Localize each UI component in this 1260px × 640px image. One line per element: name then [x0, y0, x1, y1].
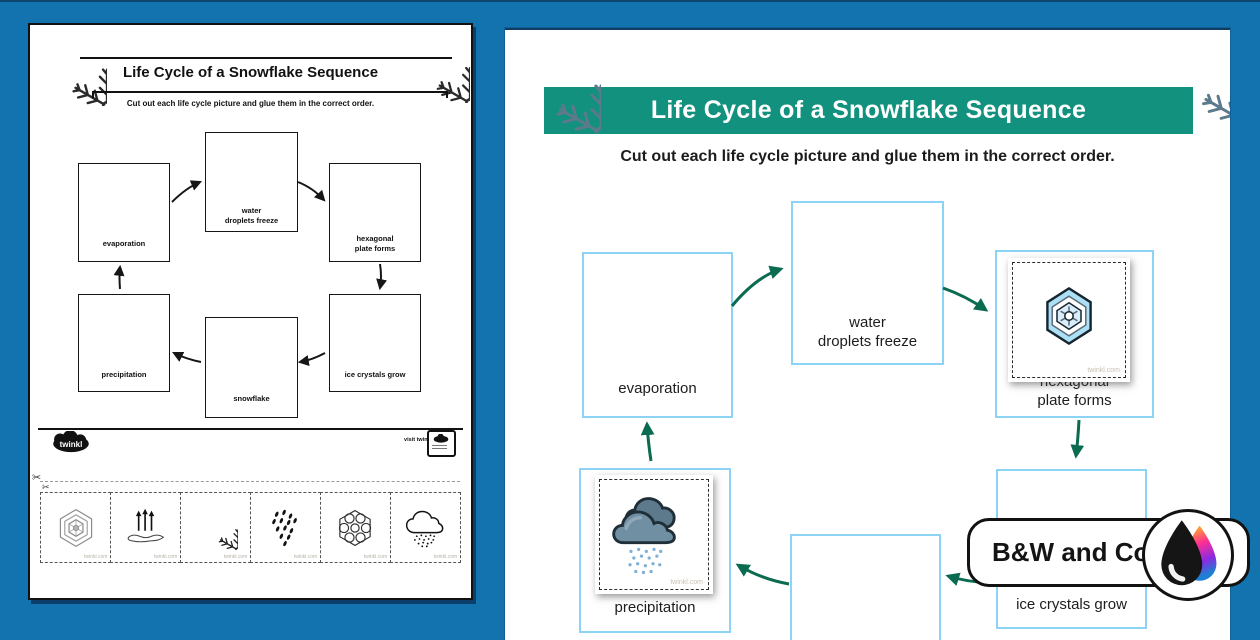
screenshot-top-edge	[0, 0, 1260, 2]
cycle-box-evaporation: evaporation	[582, 252, 733, 418]
scissors-icon: ✂	[32, 471, 42, 484]
twinkl-logo-text: twinkl	[60, 440, 83, 449]
title-banner: Life Cycle of a Snowflake Sequence	[544, 87, 1193, 134]
scissors-icon: ✂	[42, 483, 50, 493]
ink-drop-icon	[1161, 520, 1217, 586]
visit-twinkl-text: visit twinkl.com	[404, 437, 445, 443]
snowflake-icon	[1147, 28, 1230, 122]
cutout-cell-hexagonal-plate: twinkl.com	[40, 492, 112, 563]
color-worksheet-page: Life Cycle of a Snowflake Sequence Cut o…	[505, 28, 1230, 640]
step-label: precipitation	[101, 369, 147, 379]
bw-worksheet-page: Life Cycle of a Snowflake Sequence Cut o…	[28, 23, 473, 600]
step-label: evaporation	[102, 238, 146, 248]
precipitation-droplets-icon	[272, 509, 298, 546]
title-bracket	[92, 91, 448, 98]
hexagonal-plate-color-icon	[1046, 286, 1092, 346]
rain-cloud-color-icon	[612, 497, 676, 575]
twinkl-badge-cloud-icon	[433, 434, 449, 443]
twinkl-quality-badge	[427, 430, 456, 457]
cycle-box-ice-crystals-grow: ice crystals grow	[329, 294, 421, 392]
cycle-arrows	[113, 180, 387, 366]
title-rule	[80, 57, 452, 59]
snowflake-bw-icon	[194, 506, 238, 550]
twinkl-logo: twinkl	[53, 431, 89, 453]
worksheet-title: Life Cycle of a Snowflake Sequence	[650, 96, 1087, 124]
snow-cloud-icon	[406, 510, 444, 547]
footer-rule	[38, 428, 463, 430]
card-dashed-border	[599, 479, 709, 590]
cutout-cell-evaporation: twinkl.com	[109, 492, 182, 563]
cutout-cell-snowflake: twinkl.com	[179, 492, 252, 563]
badge-line	[432, 445, 447, 446]
cycle-box-precipitation: precipitation	[78, 294, 170, 392]
badge-line	[432, 448, 447, 449]
cutout-cell-ice-crystal: twinkl.com	[319, 492, 392, 563]
cutout-strip: twinkl.com twinkl.com twinkl.com	[40, 492, 462, 563]
card-dashed-border	[1012, 262, 1126, 378]
cycle-box-snowflake: snowflake	[205, 317, 298, 418]
cutout-cell-precipitation: twinkl.com	[249, 492, 322, 563]
cut-line	[40, 481, 460, 482]
cycle-box-snowflake	[790, 534, 941, 640]
step-label: snowflake	[233, 393, 270, 403]
step-label: ice crystals grow	[1016, 596, 1127, 613]
worksheet-instruction: Cut out each life cycle picture and glue…	[126, 99, 375, 108]
step-label: ice crystals grow	[344, 369, 406, 379]
badge-circle	[1142, 509, 1234, 601]
ice-crystal-icon	[339, 509, 372, 546]
step-label: precipitation	[614, 599, 696, 616]
cutout-cell-snow-cloud: twinkl.com	[389, 492, 462, 563]
worksheet-instruction: Cut out each life cycle picture and glue…	[620, 148, 1115, 165]
cutout-card-hexagonal-plate: twinkl.com	[1008, 258, 1130, 382]
worksheet-title: Life Cycle of a Snowflake Sequence	[122, 64, 379, 81]
hexagonal-plate-icon	[59, 508, 92, 547]
step-label: evaporation	[618, 380, 697, 397]
evaporation-icon	[127, 508, 164, 542]
cycle-box-evaporation: evaporation	[78, 163, 170, 262]
cutout-card-precipitation: twinkl.com	[595, 475, 713, 594]
